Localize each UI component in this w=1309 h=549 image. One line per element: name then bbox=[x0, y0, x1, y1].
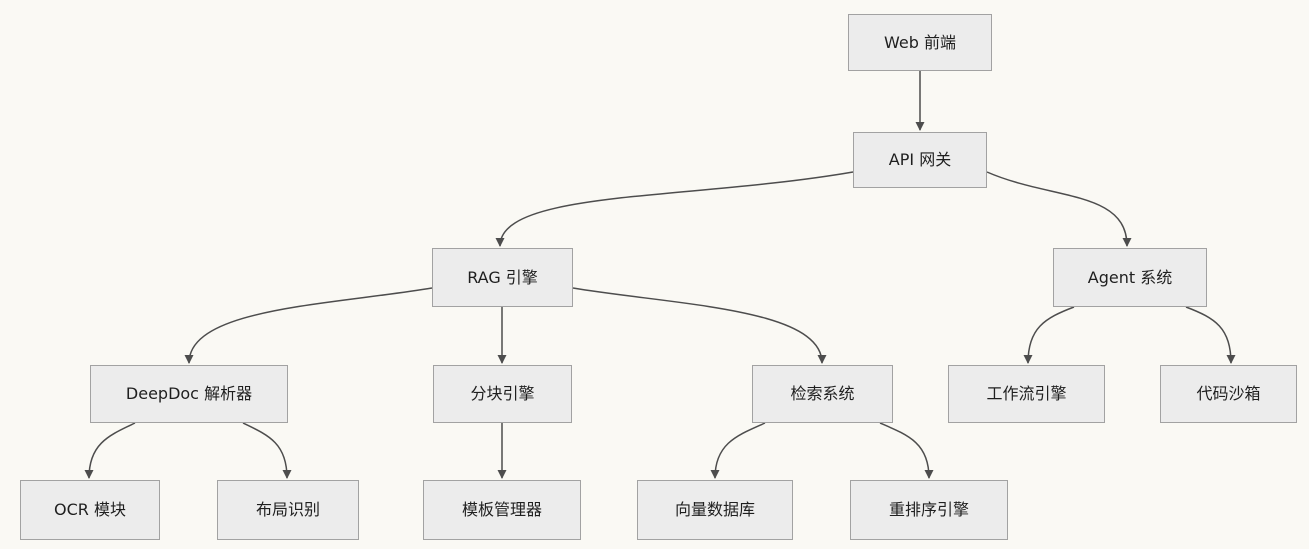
node-label-rag: RAG 引擎 bbox=[467, 267, 538, 287]
edge-api-to-rag bbox=[495, 171, 854, 247]
node-label-api: API 网关 bbox=[888, 150, 952, 169]
node-agent: Agent 系统 bbox=[1053, 248, 1207, 307]
node-rerank: 重排序引擎 bbox=[850, 480, 1008, 540]
node-label-retrieval: 检索系统 bbox=[790, 384, 855, 403]
node-label-web: Web 前端 bbox=[884, 32, 956, 52]
node-label-chunk: 分块引擎 bbox=[470, 384, 535, 403]
edge-rag-to-deepdoc bbox=[184, 287, 433, 364]
node-label-agent: Agent 系统 bbox=[1087, 267, 1173, 287]
node-template: 模板管理器 bbox=[423, 480, 581, 540]
node-rag: RAG 引擎 bbox=[432, 248, 573, 307]
node-api: API 网关 bbox=[853, 132, 987, 188]
node-label-rerank: 重排序引擎 bbox=[888, 500, 969, 519]
node-workflow: 工作流引擎 bbox=[948, 365, 1105, 423]
node-label-workflow: 工作流引擎 bbox=[986, 384, 1067, 403]
node-label-template: 模板管理器 bbox=[461, 500, 542, 519]
node-label-sandbox: 代码沙箱 bbox=[1196, 384, 1261, 403]
node-label-vector: 向量数据库 bbox=[674, 500, 755, 519]
edge-deepdoc-to-layout bbox=[242, 422, 292, 479]
edge-agent-to-workflow bbox=[1023, 306, 1075, 364]
edge-api-to-agent bbox=[986, 171, 1132, 247]
node-deepdoc: DeepDoc 解析器 bbox=[90, 365, 288, 423]
node-layout: 布局识别 bbox=[217, 480, 359, 540]
node-retrieval: 检索系统 bbox=[752, 365, 893, 423]
node-label-deepdoc: DeepDoc 解析器 bbox=[125, 384, 253, 403]
node-web: Web 前端 bbox=[848, 14, 992, 71]
node-label-layout: 布局识别 bbox=[255, 500, 320, 519]
node-chunk: 分块引擎 bbox=[433, 365, 572, 423]
edge-retrieval-to-vector bbox=[710, 422, 766, 479]
edge-rag-to-retrieval bbox=[572, 287, 827, 364]
edge-agent-to-sandbox bbox=[1185, 306, 1236, 364]
node-label-ocr: OCR 模块 bbox=[54, 500, 126, 519]
edge-retrieval-to-rerank bbox=[879, 422, 934, 479]
node-sandbox: 代码沙箱 bbox=[1160, 365, 1297, 423]
node-vector: 向量数据库 bbox=[637, 480, 793, 540]
node-ocr: OCR 模块 bbox=[20, 480, 160, 540]
edge-deepdoc-to-ocr bbox=[84, 422, 136, 479]
